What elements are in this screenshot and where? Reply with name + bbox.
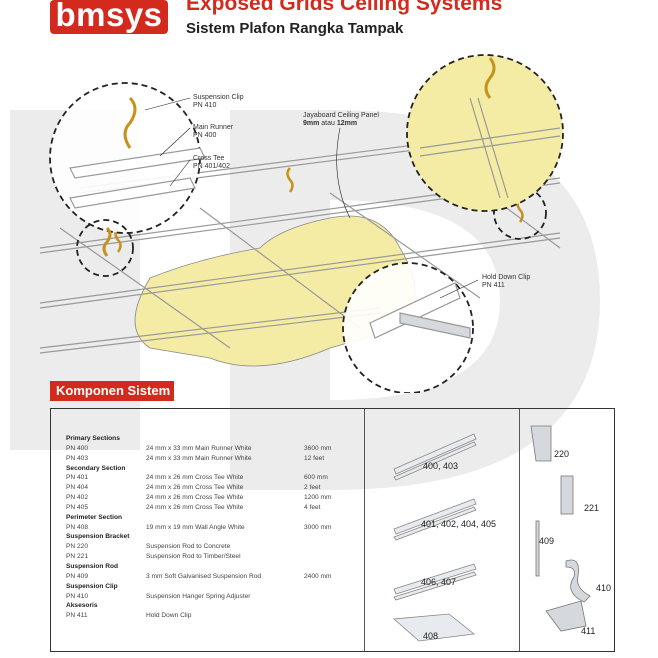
part-number-cell: PN 405 xyxy=(66,503,88,511)
bmsys-logo: bmsys xyxy=(50,0,168,34)
description-cell: 24 mm x 26 mm Cross Tee White xyxy=(146,494,244,502)
components-panel: Primary Sections PN 400 24 mm x 33 mm Main… xyxy=(50,408,615,652)
size-cell: 2 feet xyxy=(304,484,321,492)
part-number-cell: PN 409 xyxy=(66,572,88,580)
table-group-heading: Suspension Bracket xyxy=(66,533,130,541)
description-cell: 3 mm Soft Galvanised Suspension Rod xyxy=(146,572,262,580)
description-cell: Hold Down Clip xyxy=(146,612,192,620)
size-cell: 2400 mm xyxy=(304,572,332,580)
table-row: PN 402 24 mm x 26 mm Cross Tee White 1200 … xyxy=(66,493,376,503)
table-row: PN 220 Suspension Rod to Concrete xyxy=(66,542,376,552)
components-section-title: Komponen Sistem xyxy=(50,381,174,401)
description-cell: 19 mm x 19 mm Wall Angle White xyxy=(146,523,245,531)
part-number-cell: PN 408 xyxy=(66,523,88,531)
profile-label: 408 xyxy=(423,631,439,641)
bracket-label: 220 xyxy=(554,449,570,459)
table-row: PN 400 24 mm x 33 mm Main Runner White 360… xyxy=(66,444,376,454)
bracket-label: 411 xyxy=(581,626,596,636)
size-cell: 4 feet xyxy=(304,503,321,511)
size-cell: 1200 mm xyxy=(304,494,332,502)
size-cell: 600 mm xyxy=(304,474,328,482)
page-subtitle: Sistem Plafon Rangka Tampak xyxy=(186,20,404,37)
table-row: PN 221 Suspension Rod to Timber/Steel xyxy=(66,552,376,562)
table-group-heading: Suspension Rod xyxy=(66,562,119,570)
column-divider xyxy=(364,409,365,651)
description-cell: 24 mm x 26 mm Cross Tee White xyxy=(146,503,244,511)
components-table: Primary Sections PN 400 24 mm x 33 mm Main… xyxy=(66,434,376,621)
table-group-heading: Perimeter Section xyxy=(66,513,123,521)
bracket-label: 410 xyxy=(596,583,612,593)
profile-label: 401, 402, 404, 405 xyxy=(421,519,497,529)
table-row: PN 404 24 mm x 26 mm Cross Tee White 2 fee… xyxy=(66,483,376,493)
description-cell: 24 mm x 26 mm Cross Tee White xyxy=(146,474,244,482)
part-number-cell: PN 411 xyxy=(66,612,88,620)
profile-label: 400, 403 xyxy=(423,461,459,471)
table-row: PN 411 Hold Down Clip xyxy=(66,611,376,621)
table-group-heading: Suspension Clip xyxy=(66,582,118,590)
size-cell: 3600 mm xyxy=(304,444,332,452)
part-number-cell: PN 220 xyxy=(66,543,88,551)
size-cell: 12 feet xyxy=(304,454,325,462)
table-row: PN 408 19 mm x 19 mm Wall Angle White 3000… xyxy=(66,523,376,533)
part-number-cell: PN 403 xyxy=(66,454,88,462)
table-group-heading: Primary Sections xyxy=(66,435,120,442)
description-cell: 24 mm x 26 mm Cross Tee White xyxy=(146,484,244,492)
description-cell: Suspension Rod to Timber/Steel xyxy=(146,553,241,561)
part-number-cell: PN 404 xyxy=(66,484,88,492)
column-divider xyxy=(519,409,520,651)
table-group-heading: Aksesoris xyxy=(66,602,98,610)
ceiling-panel-label: Jayaboard Ceiling Panel 9mm atau 12mm xyxy=(303,112,379,127)
size-cell: 3000 mm xyxy=(304,523,332,531)
bracket-label: 409 xyxy=(539,536,555,546)
table-row: PN 401 24 mm x 26 mm Cross Tee White 600 m… xyxy=(66,473,376,483)
ceiling-grid-illustration xyxy=(39,54,564,393)
part-number-cell: PN 402 xyxy=(66,494,88,502)
brackets-illustration xyxy=(530,425,591,632)
profile-label: 406, 407 xyxy=(421,577,457,587)
description-cell: Suspension Hanger Spring Adjuster xyxy=(146,592,251,600)
table-group-heading: Secondary Section xyxy=(66,464,126,472)
description-cell: 24 mm x 33 mm Main Runner White xyxy=(146,444,252,452)
part-number-cell: PN 410 xyxy=(66,592,88,600)
table-row: PN 409 3 mm Soft Galvanised Suspension Ro… xyxy=(66,572,376,582)
part-number-cell: PN 400 xyxy=(66,444,88,452)
description-cell: 24 mm x 33 mm Main Runner White xyxy=(146,454,252,462)
part-number-cell: PN 221 xyxy=(66,553,88,561)
page-title: Exposed Grids Ceiling Systems xyxy=(186,0,503,15)
table-row: PN 405 24 mm x 26 mm Cross Tee White 4 fee… xyxy=(66,503,376,513)
part-number-cell: PN 401 xyxy=(66,474,88,482)
bracket-label: 221 xyxy=(584,503,600,513)
profiles-illustration xyxy=(393,433,477,642)
description-cell: Suspension Rod to Concrete xyxy=(146,543,231,551)
table-row: PN 410 Suspension Hanger Spring Adjuster xyxy=(66,592,376,602)
table-row: PN 403 24 mm x 33 mm Main Runner White 12 … xyxy=(66,454,376,464)
